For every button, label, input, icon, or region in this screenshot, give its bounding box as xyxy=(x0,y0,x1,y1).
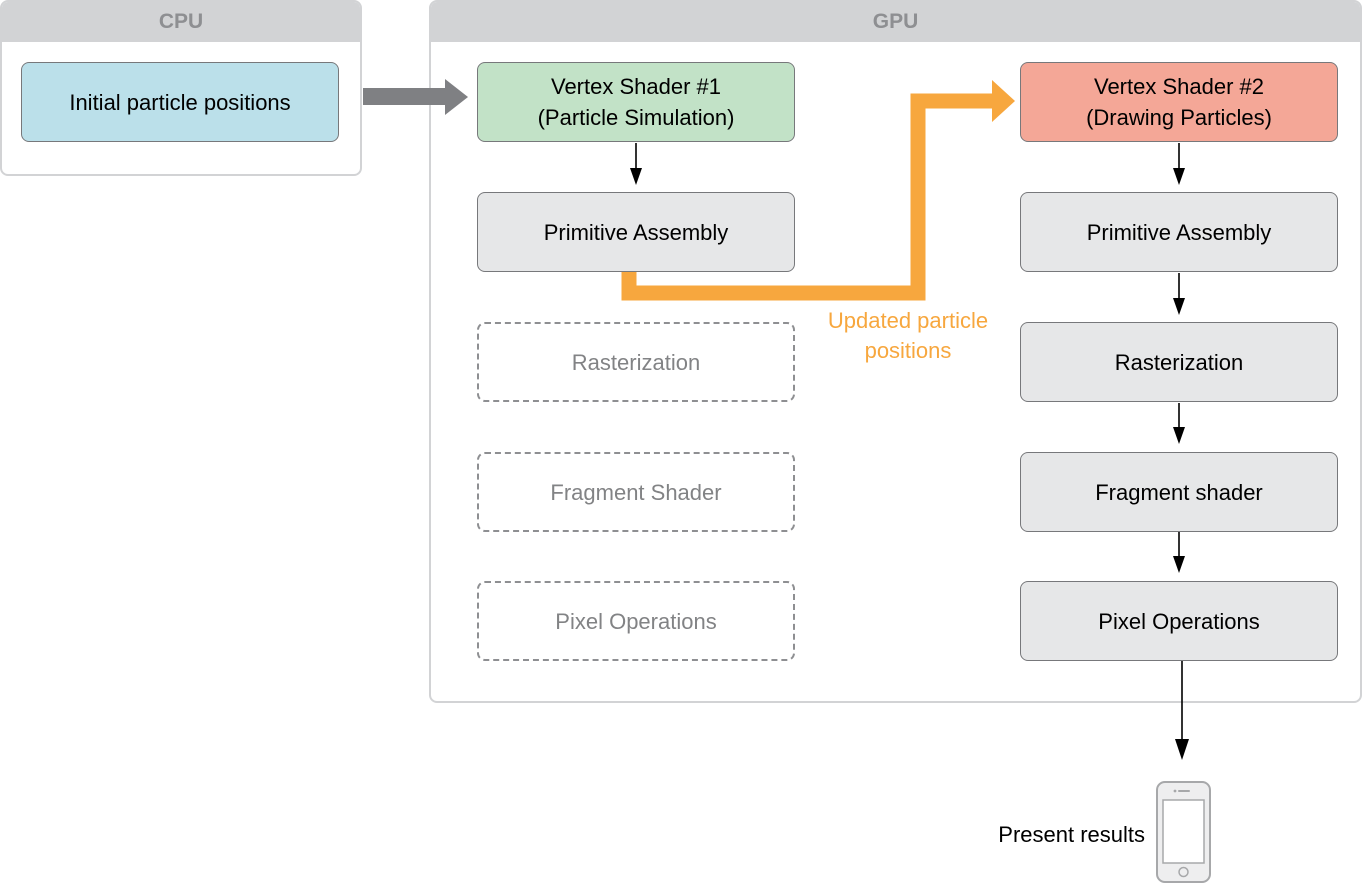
updated-positions-label: Updated particle positions xyxy=(808,306,1008,366)
vertex-shader-1-title: Vertex Shader #1 xyxy=(550,74,721,99)
vertex-shader-1-subtitle: (Particle Simulation) xyxy=(537,105,735,130)
cpu-to-gpu-arrow xyxy=(363,79,468,115)
arrow-pix2-to-present xyxy=(1175,661,1189,760)
rasterization-1-node: Rasterization xyxy=(477,322,795,402)
arrow-rast2-to-frag2 xyxy=(1173,403,1185,444)
updated-positions-line2: positions xyxy=(864,338,952,363)
initial-particle-positions-node: Initial particle positions xyxy=(21,62,339,142)
fragment-shader-2-node: Fragment shader xyxy=(1020,452,1338,532)
pixel-operations-2-node: Pixel Operations xyxy=(1020,581,1338,661)
arrow-vs1-to-pa1 xyxy=(630,143,642,185)
vertex-shader-2-subtitle: (Drawing Particles) xyxy=(1086,105,1272,130)
primitive-assembly-2-label: Primitive Assembly xyxy=(1086,219,1272,245)
vertex-shader-2-title: Vertex Shader #2 xyxy=(1093,74,1264,99)
updated-positions-line1: Updated particle xyxy=(827,308,989,333)
arrow-vs2-to-pa2 xyxy=(1173,143,1185,185)
vertex-shader-1-node: Vertex Shader #1 (Particle Simulation) xyxy=(477,62,795,142)
primitive-assembly-1-label: Primitive Assembly xyxy=(543,219,729,245)
pixel-operations-1-label: Pixel Operations xyxy=(555,608,717,634)
phone-icon xyxy=(1156,781,1211,883)
primitive-assembly-2-node: Primitive Assembly xyxy=(1020,192,1338,272)
vertex-shader-2-node: Vertex Shader #2 (Drawing Particles) xyxy=(1020,62,1338,142)
rasterization-2-label: Rasterization xyxy=(1114,349,1244,375)
fragment-shader-1-label: Fragment Shader xyxy=(550,479,722,505)
initial-particle-positions-label: Initial particle positions xyxy=(69,89,291,115)
present-results-label: Present results xyxy=(998,822,1145,847)
fragment-shader-1-node: Fragment Shader xyxy=(477,452,795,532)
rasterization-1-label: Rasterization xyxy=(571,349,701,375)
cpu-panel-title: CPU xyxy=(2,2,360,42)
rasterization-2-node: Rasterization xyxy=(1020,322,1338,402)
gpu-panel-title: GPU xyxy=(431,2,1360,42)
pixel-operations-2-label: Pixel Operations xyxy=(1098,608,1260,634)
updated-positions-arrow xyxy=(621,80,1015,301)
fragment-shader-2-label: Fragment shader xyxy=(1095,479,1263,505)
arrow-pa2-to-rast2 xyxy=(1173,273,1185,315)
pixel-operations-1-node: Pixel Operations xyxy=(477,581,795,661)
arrow-frag2-to-pix2 xyxy=(1173,532,1185,573)
primitive-assembly-1-node: Primitive Assembly xyxy=(477,192,795,272)
